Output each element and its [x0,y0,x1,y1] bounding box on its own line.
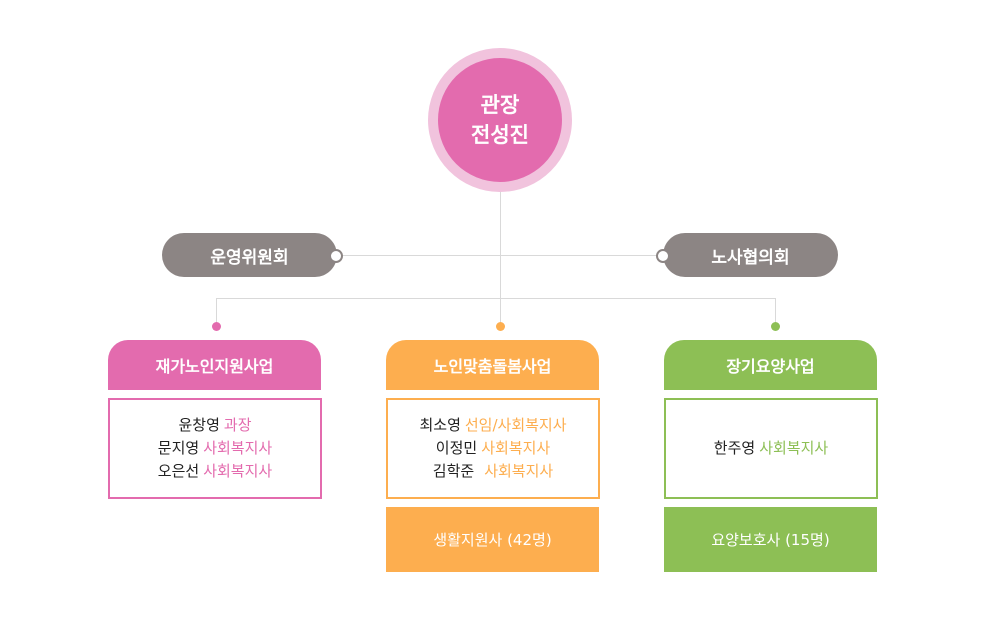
staff-role: 사회복지사 [759,439,829,457]
connector-line [216,298,217,324]
staff-name: 이정민 [435,439,478,457]
dept-header-long-term-care: 장기요양사업 [664,340,877,390]
staff-role: 선임/사회복지사 [464,416,567,434]
staff-name: 문지영 [157,439,200,457]
dept-sub-staff: 생활지원사 (42명) [386,507,599,572]
director-node: 관장 전성진 [438,58,562,182]
connector-line [775,298,776,324]
connector-dot [496,322,505,331]
connector-dot [771,322,780,331]
staff-name: 김학준 [432,462,475,480]
connector-dot [329,249,343,263]
connector-line [500,298,501,324]
dept-sub-staff: 요양보호사 (15명) [664,507,877,572]
staff-name: 최소영 [419,416,461,434]
staff-role: 과장 [223,416,252,434]
staff-row: 김학준 사회복지사 [433,460,553,483]
staff-name: 윤창영 [178,416,220,434]
staff-role: 사회복지사 [203,439,273,457]
connector-dot [212,322,221,331]
staff-name: 한주영 [713,439,756,457]
connector-line [500,190,501,298]
staff-name: 오은선 [157,462,200,480]
dept-header-custom-care: 노인맞춤돌봄사업 [386,340,599,390]
dept-header-home-care: 재가노인지원사업 [108,340,321,390]
connector-line [336,255,663,256]
connector-dot [656,249,670,263]
director-name: 전성진 [471,123,529,147]
staff-role: 사회복지사 [484,462,554,480]
staff-role: 사회복지사 [203,462,273,480]
staff-role: 사회복지사 [481,439,551,457]
committee-operating: 운영위원회 [162,233,337,277]
committee-labor: 노사협의회 [663,233,838,277]
director-title: 관장 [480,93,520,117]
connector-line [216,298,776,299]
